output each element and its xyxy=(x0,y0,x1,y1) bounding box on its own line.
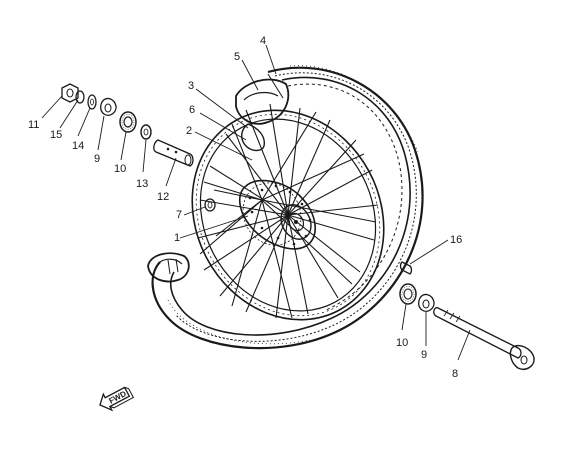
callout-labels: 11 15 14 9 10 13 12 3 6 2 5 4 7 1 16 10 … xyxy=(28,35,462,380)
spokes xyxy=(197,103,379,319)
forward-direction-arrow: FWD xyxy=(99,386,135,412)
callout-9-right: 9 xyxy=(421,349,427,361)
part-9b-collar xyxy=(418,293,435,312)
callout-11: 11 xyxy=(28,119,39,131)
callout-10-left: 10 xyxy=(114,163,126,175)
callout-9-left: 9 xyxy=(94,153,100,165)
part-11-nut xyxy=(61,83,79,103)
callout-15: 15 xyxy=(50,129,62,141)
right-stack xyxy=(399,261,535,370)
callout-13: 13 xyxy=(136,178,148,190)
tire xyxy=(147,65,424,350)
left-stack xyxy=(61,83,216,212)
callout-6: 6 xyxy=(189,104,195,116)
part-8-axle xyxy=(433,307,522,359)
callout-1: 1 xyxy=(174,232,180,244)
part-7-collar xyxy=(204,198,216,212)
callout-2: 2 xyxy=(186,125,192,137)
part-16-spacer xyxy=(399,261,413,275)
callout-10-right: 10 xyxy=(396,337,408,349)
part-14-washer xyxy=(87,94,97,110)
leader-lines xyxy=(41,44,471,361)
part-15-washer xyxy=(75,90,85,104)
tube xyxy=(241,123,265,152)
callout-8: 8 xyxy=(452,368,458,380)
part-9-collar xyxy=(100,97,117,116)
part-12-spacer xyxy=(153,139,194,167)
callout-5: 5 xyxy=(234,51,240,63)
callout-16: 16 xyxy=(450,234,462,246)
callout-3: 3 xyxy=(188,80,194,92)
part-13-seal xyxy=(140,124,152,140)
callout-14: 14 xyxy=(72,140,84,152)
part-10b-bearing xyxy=(399,283,417,305)
hub xyxy=(239,179,316,250)
callout-4: 4 xyxy=(260,35,266,47)
part-10-bearing xyxy=(119,111,137,133)
callout-12: 12 xyxy=(157,191,169,203)
callout-7: 7 xyxy=(176,209,182,221)
